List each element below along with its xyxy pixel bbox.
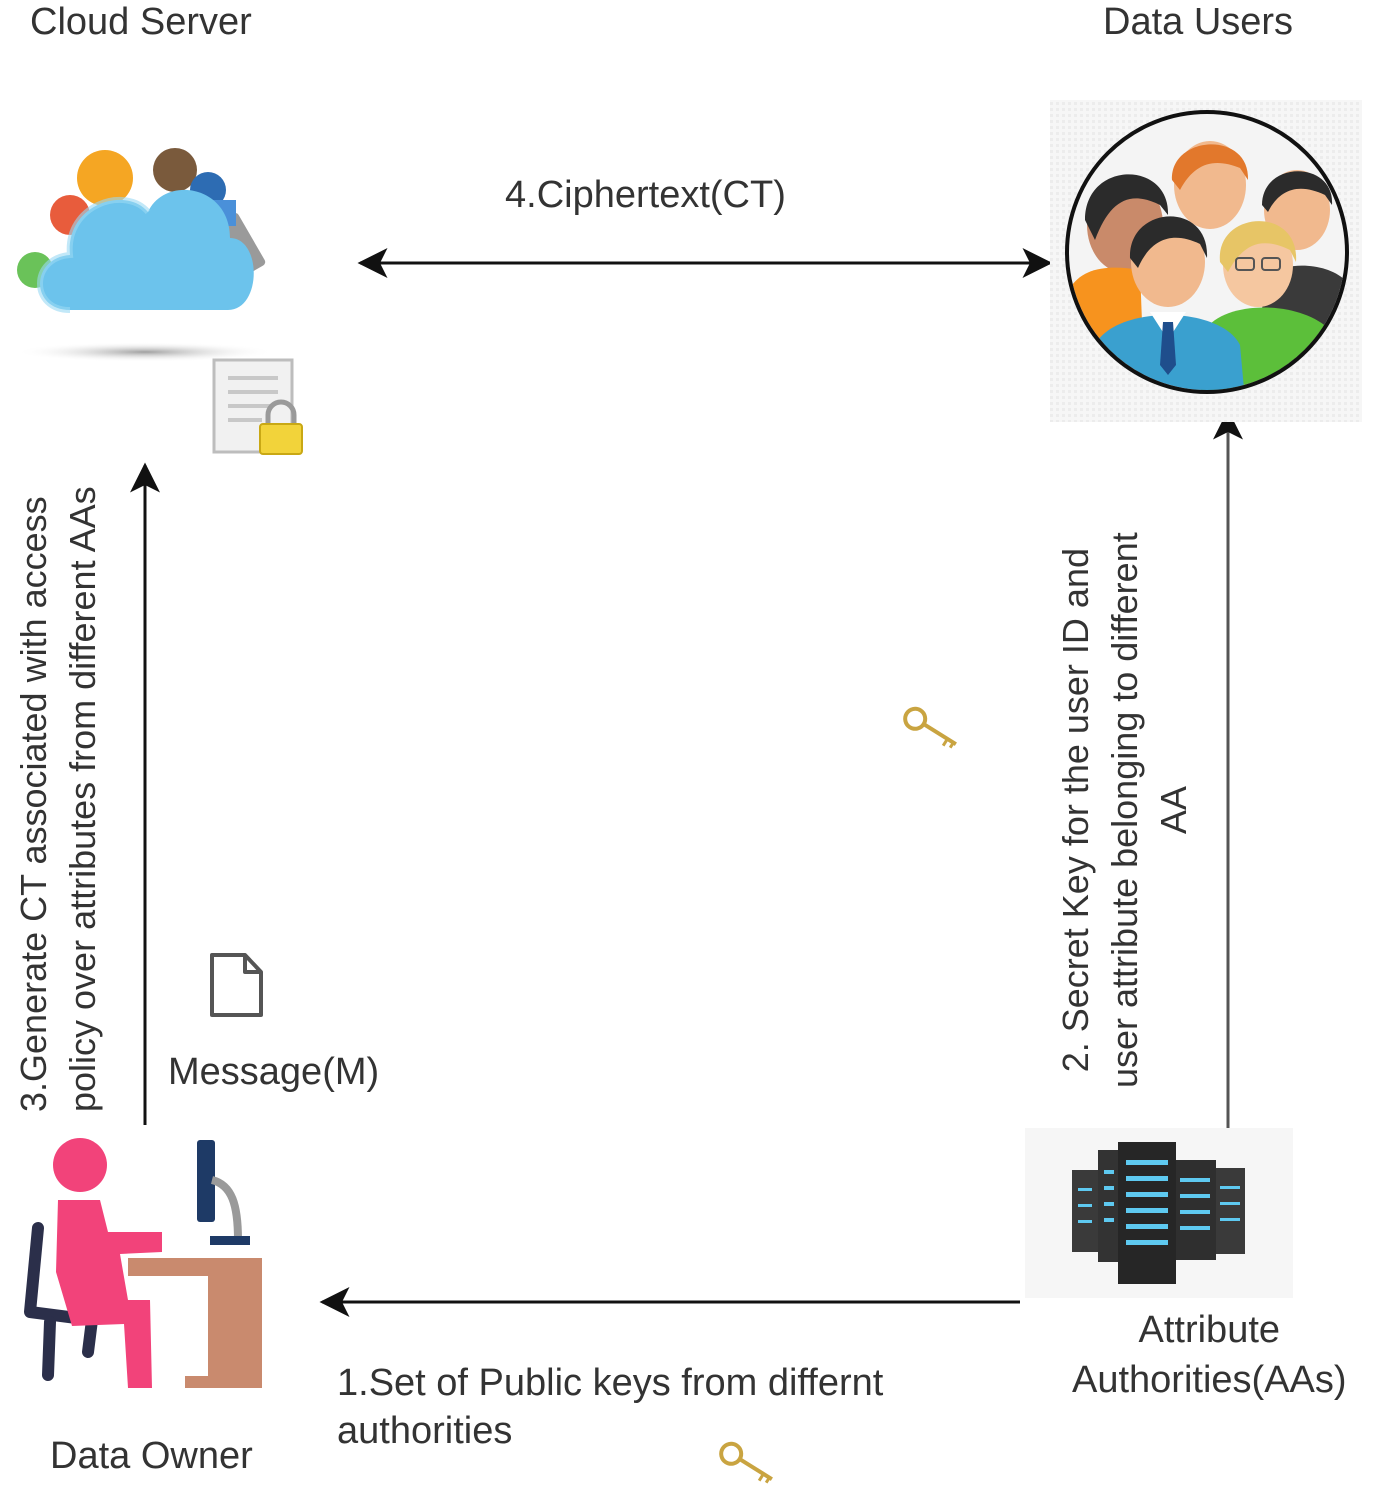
cloud-icon bbox=[15, 148, 275, 362]
step1-line-1: 1.Set of Public keys from differnt bbox=[337, 1362, 884, 1404]
step4-label: 4.Ciphertext(CT) bbox=[505, 174, 786, 216]
document-icon bbox=[210, 953, 263, 1017]
step2-line-3: AA bbox=[1152, 786, 1194, 835]
cloud-server-label: Cloud Server bbox=[30, 1, 252, 43]
key-icon bbox=[719, 1441, 773, 1484]
attribute-authorities-line-2: Authorities(AAs) bbox=[1072, 1359, 1347, 1402]
step2-line-2: user attribute belonging to different bbox=[1103, 532, 1145, 1088]
step2-label: 2. Secret Key for the user ID and user a… bbox=[1052, 532, 1199, 1088]
locked-document-icon bbox=[212, 358, 303, 455]
data-owner-icon bbox=[24, 1138, 262, 1388]
key-icon bbox=[903, 706, 957, 749]
message-label: Message(M) bbox=[168, 1051, 380, 1093]
data-users-label: Data Users bbox=[1103, 1, 1294, 43]
server-rack-icon bbox=[1025, 1128, 1293, 1298]
step2-line-1: 2. Secret Key for the user ID and bbox=[1055, 548, 1096, 1073]
attribute-authorities-label: Attribute Authorities(AAs) bbox=[1072, 1305, 1347, 1405]
step3-line-1: 3.Generate CT associated with access bbox=[13, 496, 54, 1112]
step3-line-2: policy over attributes from different AA… bbox=[61, 486, 103, 1112]
users-group-icon bbox=[1050, 100, 1362, 422]
step1-label: 1.Set of Public keys from differnt autho… bbox=[337, 1360, 883, 1455]
attribute-authorities-line-1: Attribute bbox=[1138, 1309, 1281, 1351]
step1-line-2: authorities bbox=[337, 1409, 513, 1452]
step3-label: 3.Generate CT associated with access pol… bbox=[10, 486, 108, 1112]
data-owner-label: Data Owner bbox=[50, 1435, 253, 1477]
